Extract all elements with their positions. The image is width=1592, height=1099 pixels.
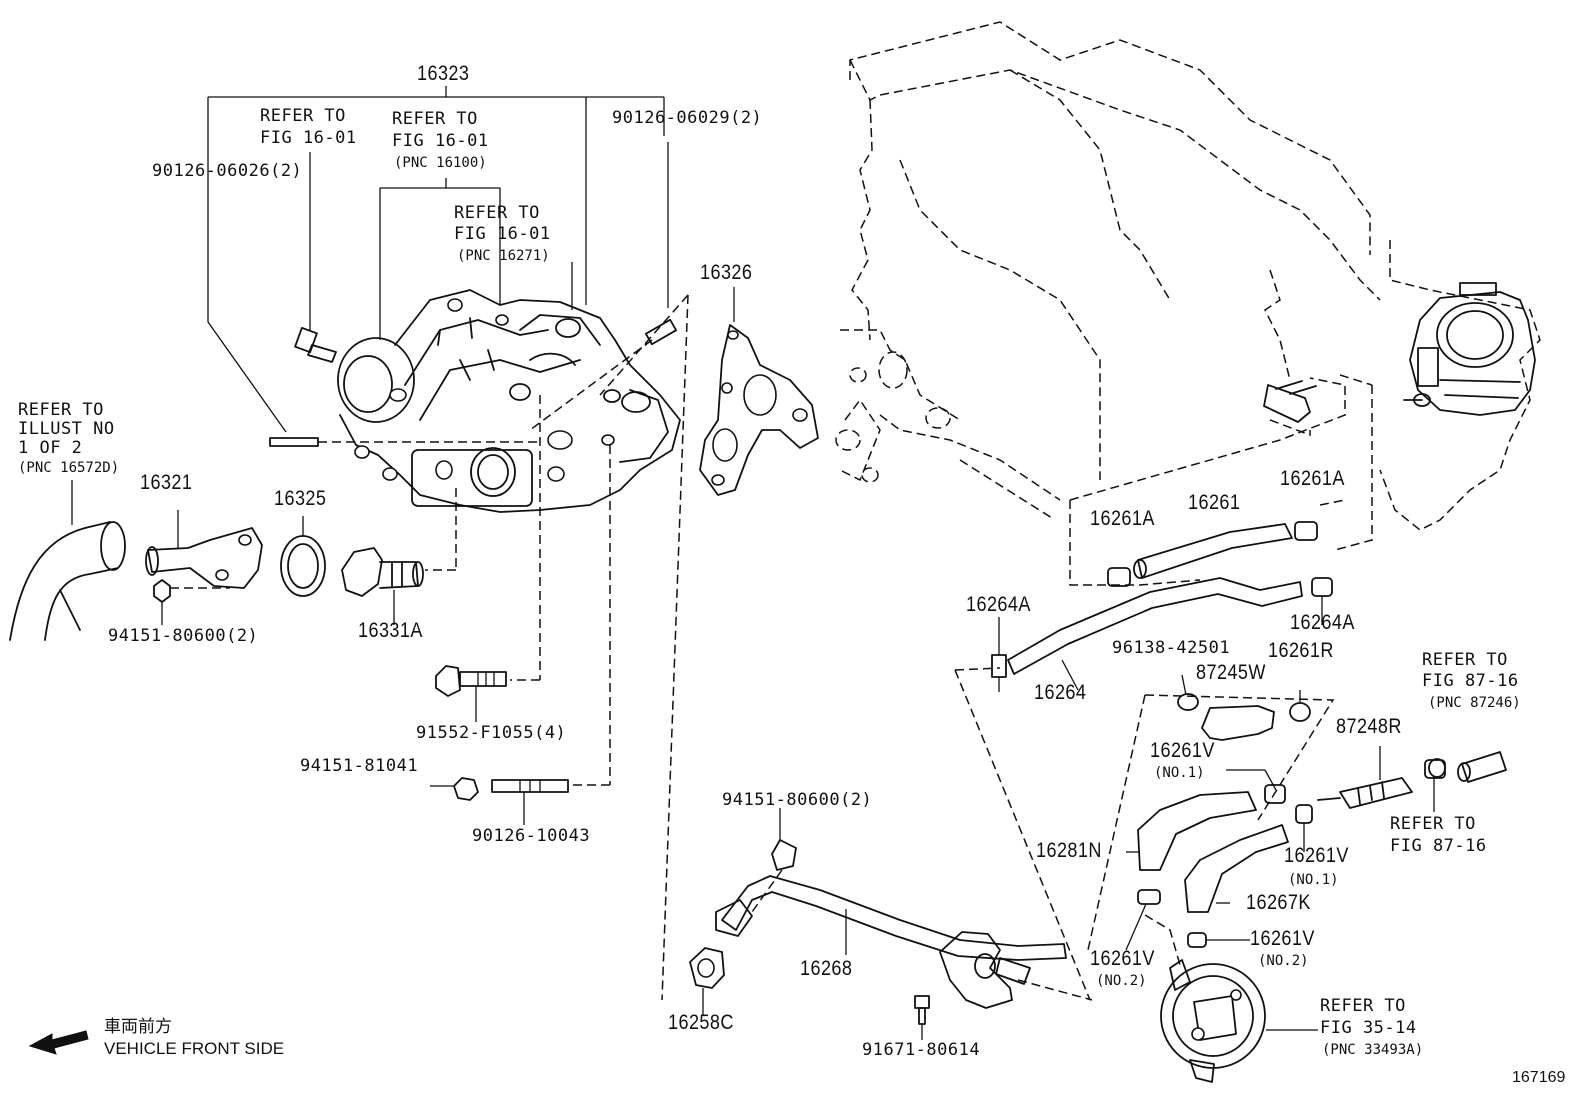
bracket-16323 <box>207 86 669 433</box>
thermostat-16331a <box>341 547 424 625</box>
label-16261r: 16261R <box>1268 639 1334 662</box>
gasket-16325 <box>280 516 326 597</box>
ref-pnc-16271-a: REFER TO <box>454 203 540 223</box>
bolt-refer-1601 <box>294 326 337 363</box>
label-16321: 16321 <box>140 471 193 494</box>
label-no1-a: (NO.1) <box>1154 765 1205 781</box>
nut-94151-80600-left <box>153 579 171 625</box>
label-94151-80600-left: 94151-80600(2) <box>108 626 259 646</box>
label-16323: 16323 <box>417 62 470 85</box>
stud-90126-06026 <box>269 437 540 447</box>
label-16264a-left: 16264A <box>966 593 1031 616</box>
ref-pnc-33493a-a: REFER TO <box>1320 996 1406 1016</box>
ref-pnc-33493a-c: (PNC 33493A) <box>1322 1042 1424 1058</box>
water-pump-housing <box>337 289 681 513</box>
ref-pnc-87246-c: (PNC 87246) <box>1428 695 1521 711</box>
bolt-91671-80614 <box>914 995 930 1040</box>
label-90126-06029: 90126-06029(2) <box>612 108 763 128</box>
label-87245w: 87245W <box>1196 661 1266 684</box>
gasket-16258c <box>689 947 725 1015</box>
hose-group-lower <box>954 667 1335 1001</box>
ref-fig-1601-b: FIG 16-01 <box>260 128 357 148</box>
hose-16261-group <box>1069 377 1346 587</box>
label-16268: 16268 <box>800 957 853 980</box>
label-87248r: 87248R <box>1336 715 1402 738</box>
ref-pnc-16100-b: FIG 16-01 <box>392 131 489 151</box>
label-no1-b: (NO.1) <box>1288 872 1339 888</box>
label-16261v-no2-d: 16261V <box>1090 947 1155 970</box>
ref-fig-8716-a: REFER TO <box>1390 814 1476 834</box>
label-16264: 16264 <box>1034 681 1087 704</box>
gasket-16326 <box>699 287 819 496</box>
label-no2-d: (NO.2) <box>1096 973 1147 989</box>
label-16261a-left: 16261A <box>1090 507 1155 530</box>
ref-pnc-16100-a: REFER TO <box>392 109 478 129</box>
ref-pnc-87246-a: REFER TO <box>1422 650 1508 670</box>
thermostat-cover-16321 <box>145 510 263 589</box>
label-16258c: 16258C <box>668 1011 734 1034</box>
label-91552-f1055: 91552-F1055(4) <box>416 723 567 743</box>
label-no2-c: (NO.2) <box>1258 953 1309 969</box>
pipe-16268 <box>715 808 1067 1009</box>
connector-87248r <box>1317 746 1507 812</box>
ref-pnc-16100-c: (PNC 16100) <box>394 155 487 171</box>
ref-pnc-16271-c: (PNC 16271) <box>457 248 550 264</box>
ref-fig-1601-a: REFER TO <box>260 106 346 126</box>
ref-illust-c: 1 OF 2 <box>18 438 83 458</box>
label-16261v-no2-c: 16261V <box>1250 927 1315 950</box>
radiator-hose <box>9 480 126 641</box>
label-16326: 16326 <box>700 261 753 284</box>
label-90126-10043: 90126-10043 <box>472 826 591 846</box>
dashed-guides-left <box>170 294 689 1001</box>
label-96138-42501: 96138-42501 <box>1112 638 1231 658</box>
engine-block <box>835 21 1541 551</box>
label-16261a-right: 16261A <box>1280 467 1345 490</box>
ref-illust-a: REFER TO <box>18 400 104 420</box>
label-16281n: 16281N <box>1036 839 1102 862</box>
illustration-number: 167169 <box>1512 1069 1566 1086</box>
bolt-91552-f1055 <box>435 665 507 722</box>
ref-illust-d: (PNC 16572D) <box>18 460 120 476</box>
label-16331a: 16331A <box>358 619 423 642</box>
ref-illust-b: ILLUST NO <box>18 419 115 439</box>
label-16261v-no1-a: 16261V <box>1150 739 1215 762</box>
ref-pnc-16271-b: FIG 16-01 <box>454 224 551 244</box>
throttle-body <box>1339 282 1536 416</box>
label-16261v-no1-b: 16261V <box>1284 844 1349 867</box>
label-91671-80614: 91671-80614 <box>862 1040 981 1060</box>
ref-fig-8716-b: FIG 87-16 <box>1390 836 1487 856</box>
vehicle-front-label: VEHICLE FRONT SIDE <box>104 1039 285 1058</box>
label-16325: 16325 <box>274 487 327 510</box>
label-94151-80600-right: 94151-80600(2) <box>722 790 873 810</box>
nut-stud-lower <box>430 777 569 825</box>
label-90126-06026: 90126-06026(2) <box>152 161 303 181</box>
oil-cooler <box>1160 959 1318 1083</box>
label-16261: 16261 <box>1188 491 1241 514</box>
label-94151-81041: 94151-81041 <box>300 756 419 776</box>
ref-pnc-87246-b: FIG 87-16 <box>1422 671 1519 691</box>
front-arrow-icon <box>28 1030 89 1055</box>
vehicle-front-japanese: 車両前方 <box>104 1017 172 1036</box>
pipe-16264 <box>991 577 1333 692</box>
ref-pnc-33493a-b: FIG 35-14 <box>1320 1018 1417 1038</box>
label-16267k: 16267K <box>1246 891 1311 914</box>
label-16264a-right: 16264A <box>1290 611 1355 634</box>
stud-90126-06029 <box>529 318 678 431</box>
